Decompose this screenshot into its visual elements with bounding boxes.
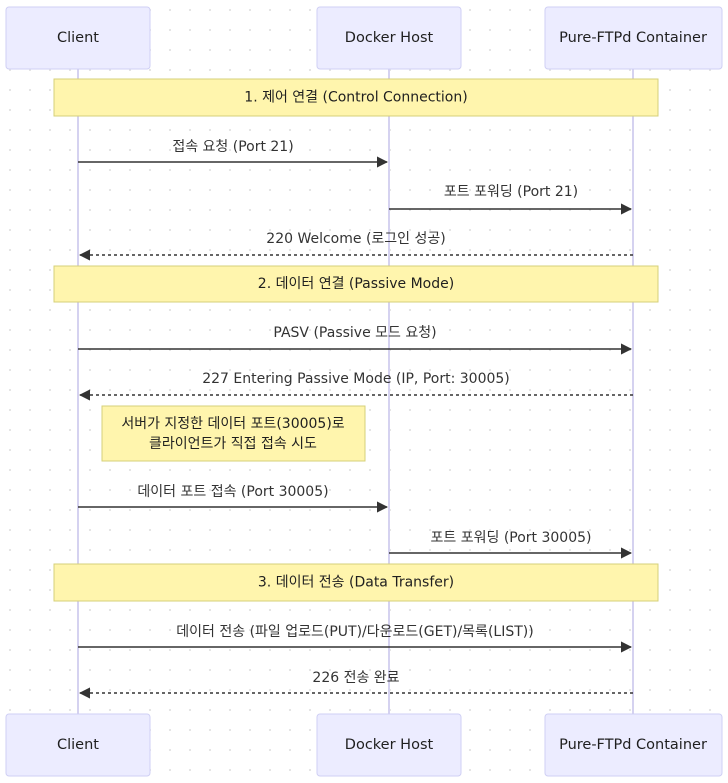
note-line-1: 서버가 지정한 데이터 포트(30005)로	[121, 416, 344, 432]
actor-docker-host-bottom: Docker Host	[316, 713, 462, 777]
section-label: 1. 제어 연결 (Control Connection)	[244, 90, 467, 106]
actor-client-bottom: Client	[5, 713, 151, 777]
note-line-2: 클라이언트가 직접 접속 시도	[149, 436, 317, 452]
message-label: 227 Entering Passive Mode (IP, Port: 300…	[202, 371, 510, 387]
section-passive-mode: 2. 데이터 연결 (Passive Mode)	[53, 265, 659, 303]
actor-docker-host-label: Docker Host	[345, 30, 434, 46]
actor-container-label: Pure-FTPd Container	[559, 30, 707, 46]
actor-container-label: Pure-FTPd Container	[559, 737, 707, 753]
message-connect-request: 접속 요청 (Port 21)	[78, 139, 389, 168]
actor-client-label: Client	[57, 737, 99, 753]
actor-client-label: Client	[57, 30, 99, 46]
message-label: 220 Welcome (로그인 성공)	[266, 231, 445, 247]
actor-docker-host-top: Docker Host	[316, 6, 462, 70]
note-data-port: 서버가 지정한 데이터 포트(30005)로 클라이언트가 직접 접속 시도	[101, 405, 366, 462]
section-label: 2. 데이터 연결 (Passive Mode)	[258, 276, 454, 292]
message-data-port-connect: 데이터 포트 접속 (Port 30005)	[78, 484, 389, 513]
section-control-connection: 1. 제어 연결 (Control Connection)	[53, 78, 659, 117]
actor-docker-host-label: Docker Host	[345, 737, 434, 753]
message-entering-passive: 227 Entering Passive Mode (IP, Port: 300…	[78, 371, 633, 401]
message-label: 포트 포워딩 (Port 30005)	[431, 530, 592, 546]
message-welcome: 220 Welcome (로그인 성공)	[78, 231, 633, 261]
actor-container-top: Pure-FTPd Container	[544, 6, 723, 70]
section-data-transfer: 3. 데이터 전송 (Data Transfer)	[53, 563, 659, 602]
actor-container-bottom: Pure-FTPd Container	[544, 713, 723, 777]
actor-client-top: Client	[5, 6, 151, 70]
message-label: 226 전송 완료	[312, 670, 399, 686]
message-label: 접속 요청 (Port 21)	[172, 139, 293, 155]
section-label: 3. 데이터 전송 (Data Transfer)	[258, 575, 454, 591]
message-label: 데이터 전송 (파일 업로드(PUT)/다운로드(GET)/목록(LIST))	[176, 624, 533, 640]
message-label: 포트 포워딩 (Port 21)	[444, 184, 578, 200]
message-label: 데이터 포트 접속 (Port 30005)	[137, 484, 328, 500]
message-port-forward-30005: 포트 포워딩 (Port 30005)	[389, 530, 633, 559]
message-label: PASV (Passive 모드 요청)	[273, 325, 436, 341]
message-transfer-complete: 226 전송 완료	[78, 670, 633, 699]
message-data-transfer: 데이터 전송 (파일 업로드(PUT)/다운로드(GET)/목록(LIST))	[78, 624, 633, 653]
message-pasv: PASV (Passive 모드 요청)	[78, 325, 633, 355]
message-port-forward-21: 포트 포워딩 (Port 21)	[389, 184, 633, 215]
